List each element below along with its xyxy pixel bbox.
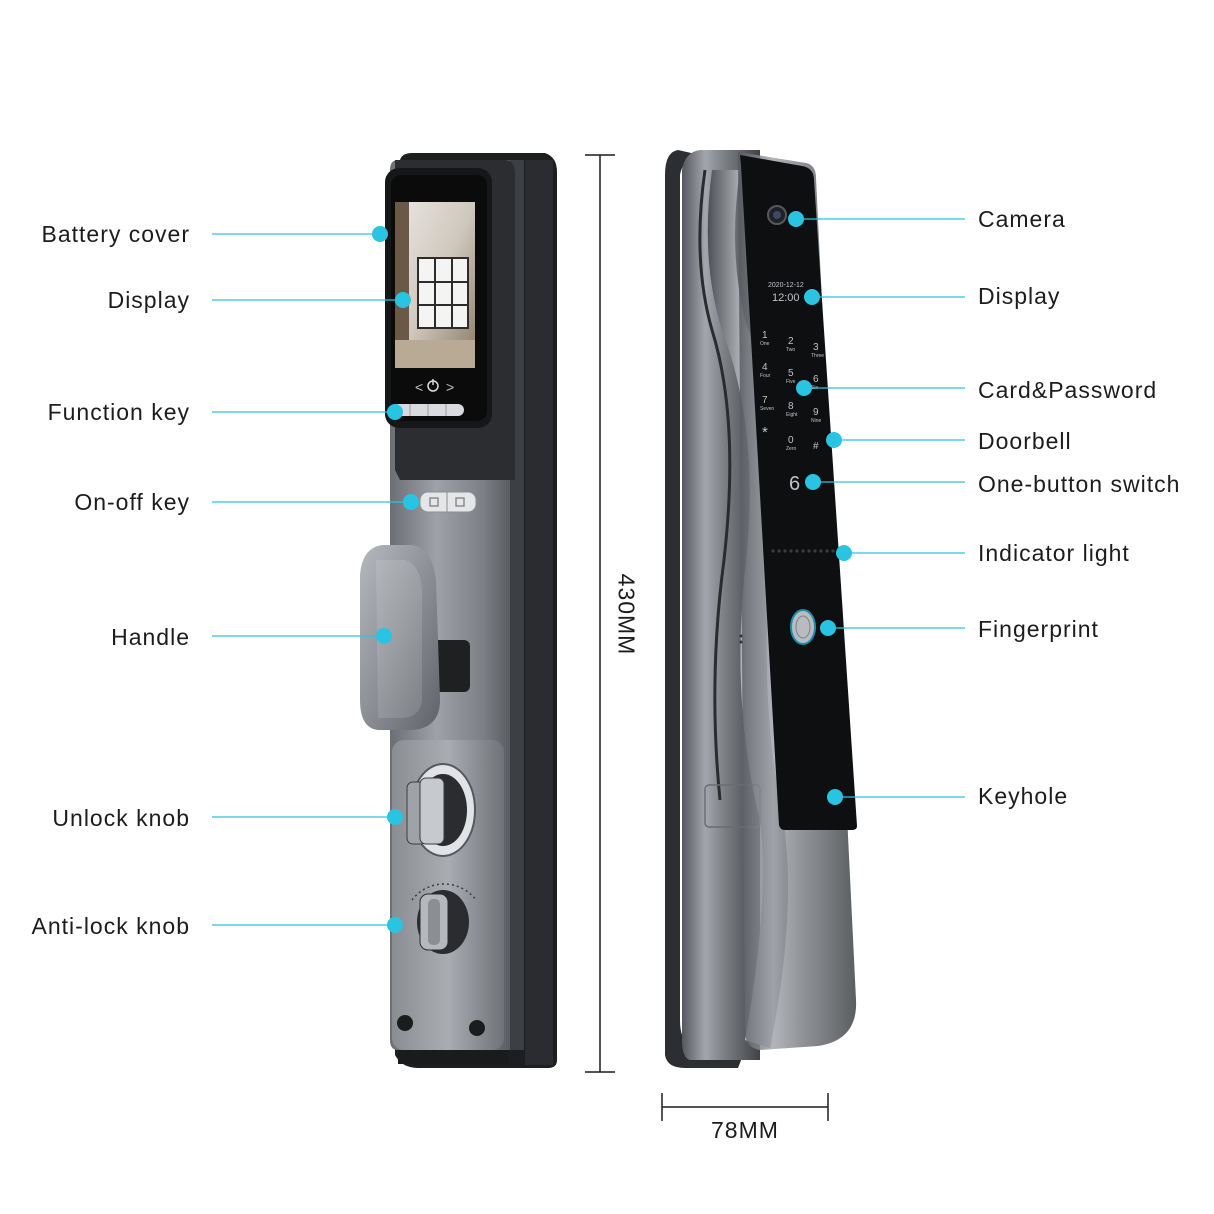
keypad-key-word-8: Eight xyxy=(786,412,798,418)
keypad-key-4[interactable]: 4 xyxy=(762,362,768,373)
keypad-key-3[interactable]: 3 xyxy=(813,342,819,353)
keypad-key-8[interactable]: 8 xyxy=(788,401,794,412)
keypad-key-word-11: Zero xyxy=(786,446,797,452)
callout-dot-camera xyxy=(788,211,804,227)
callout-dot-display-right xyxy=(804,289,820,305)
label-keyhole: Keyhole xyxy=(978,783,1069,809)
label-doorbell: Doorbell xyxy=(978,428,1072,454)
callout-dot-indicator-light xyxy=(836,545,852,561)
keypad-key-7[interactable]: 7 xyxy=(762,395,768,406)
keypad-key-word-7: Seven xyxy=(760,406,774,412)
keypad-key-9[interactable]: 9 xyxy=(813,407,819,418)
keypad-key-11[interactable]: 0 xyxy=(788,435,794,446)
callout-dot-handle xyxy=(376,628,392,644)
callout-dot-doorbell xyxy=(826,432,842,448)
callout-dot-function-key xyxy=(387,404,403,420)
callout-dot-battery-cover xyxy=(372,226,388,242)
keypad-key-5[interactable]: 5 xyxy=(788,368,794,379)
callout-dot-card-password xyxy=(796,380,812,396)
label-camera: Camera xyxy=(978,206,1066,232)
label-battery-cover: Battery cover xyxy=(41,221,190,247)
svg-text:<: < xyxy=(415,379,423,395)
lock-time: 12:00 xyxy=(772,292,800,304)
label-function-key: Function key xyxy=(47,399,190,425)
lock-date: 2020-12-12 xyxy=(768,282,804,289)
keypad-key-10[interactable]: * xyxy=(762,424,768,441)
callout-dot-on-off-key xyxy=(403,494,419,510)
height-dimension-label: 430MM xyxy=(613,573,640,656)
callout-dot-anti-lock-knob xyxy=(387,917,403,933)
label-display-left: Display xyxy=(107,287,190,313)
svg-text:>: > xyxy=(446,379,454,395)
width-dimension-label: 78MM xyxy=(711,1117,779,1143)
label-display-right: Display xyxy=(978,283,1061,309)
keypad-key-12[interactable]: # xyxy=(813,441,819,452)
keypad-key-word-4: Four xyxy=(760,373,771,379)
keypad-key-1[interactable]: 1 xyxy=(762,330,768,341)
callout-dot-keyhole xyxy=(827,789,843,805)
callout-dot-one-button-switch xyxy=(805,474,821,490)
label-fingerprint: Fingerprint xyxy=(978,616,1099,642)
label-handle: Handle xyxy=(111,624,190,650)
keypad-key-2[interactable]: 2 xyxy=(788,336,794,347)
callout-dot-unlock-knob xyxy=(387,809,403,825)
callout-leaders xyxy=(212,211,965,933)
label-indicator-light: Indicator light xyxy=(978,540,1130,566)
keypad-key-word-9: Nine xyxy=(811,418,822,424)
callout-dot-fingerprint xyxy=(820,620,836,636)
callout-dot-display-left xyxy=(395,292,411,308)
keypad-key-word-3: Three xyxy=(811,353,824,359)
label-one-button-switch: One-button switch xyxy=(978,471,1181,497)
dimension-lines xyxy=(585,154,829,1121)
left-lock: < > xyxy=(360,153,557,1068)
label-on-off-key: On-off key xyxy=(74,489,190,515)
label-anti-lock-knob: Anti-lock knob xyxy=(31,913,190,939)
svg-text:6: 6 xyxy=(789,473,800,495)
label-unlock-knob: Unlock knob xyxy=(52,805,190,831)
keypad-key-word-2: Two xyxy=(786,347,795,353)
keypad-key-word-5: Five xyxy=(786,379,796,385)
label-card-password: Card&Password xyxy=(978,377,1158,403)
keypad-key-word-1: One xyxy=(760,341,770,347)
keypad-key-6[interactable]: 6 xyxy=(813,374,819,385)
